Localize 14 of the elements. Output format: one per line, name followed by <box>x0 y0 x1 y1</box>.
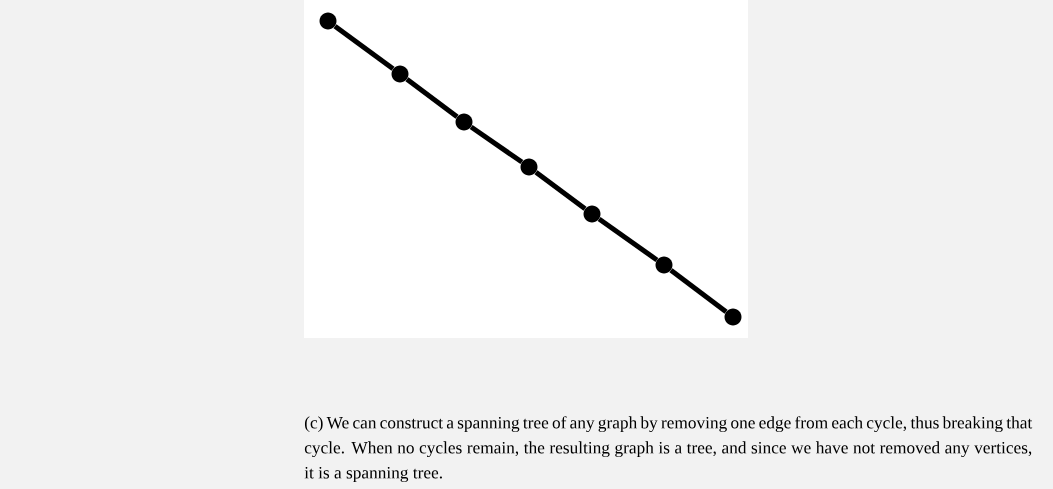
vertex-dot <box>319 12 337 30</box>
vertex-dot <box>655 256 673 274</box>
graph-edge <box>469 124 524 165</box>
graph-edge <box>534 170 587 211</box>
graph-edge <box>333 24 395 71</box>
vertex-dot <box>520 158 538 176</box>
graph-edge <box>597 217 659 262</box>
graph-edge <box>669 268 728 314</box>
graph-edge <box>405 77 459 119</box>
vertex-dot <box>391 65 409 83</box>
caption-text: (c) We can construct a spanning tree of any graph by removing one edge from each cycle, thus breaking that cycle. When no cycles remain, the resulting graph is a tree, and since we have not removed any vertices, it is a spanning tree. <box>304 416 1033 483</box>
vertex-dot <box>455 113 473 131</box>
vertex-dot <box>724 308 742 326</box>
vertex-dot <box>583 205 601 223</box>
